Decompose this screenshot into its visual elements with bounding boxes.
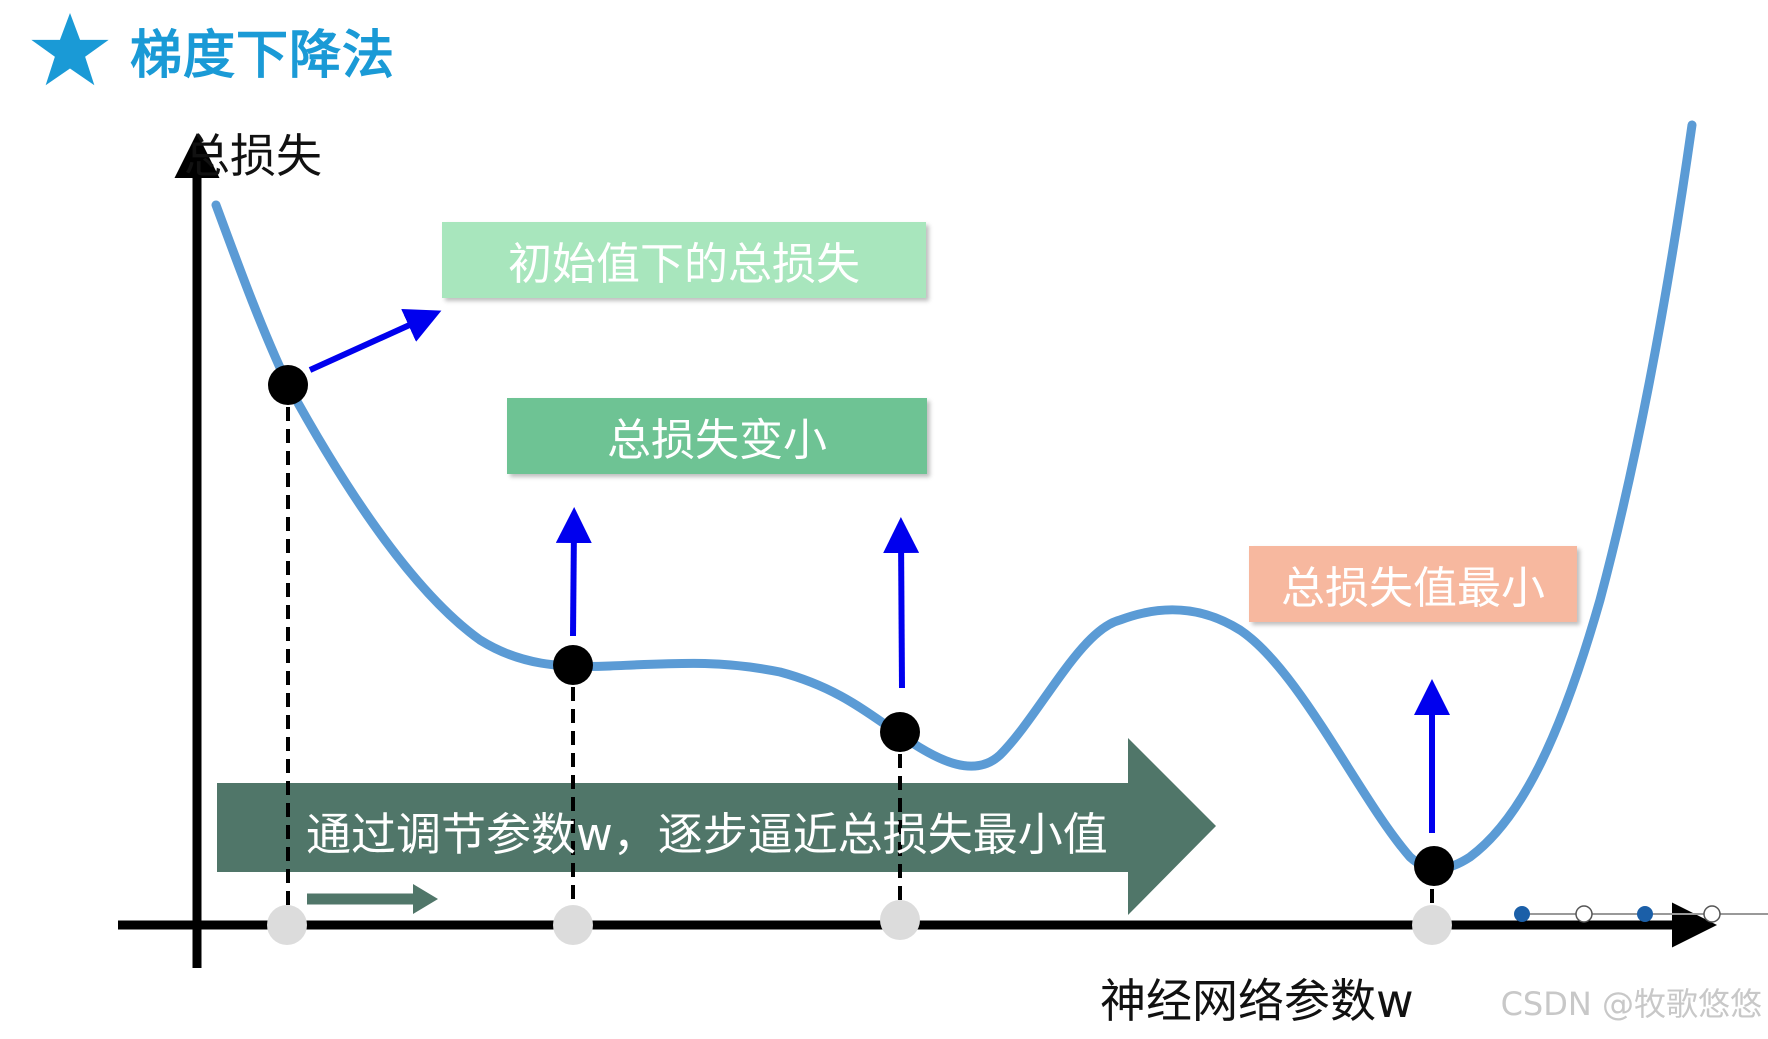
callout-initial: 初始值下的总损失 <box>442 222 926 298</box>
callout-minimum-text: 总损失值最小 <box>1281 563 1545 614</box>
title-bar: 梯度下降法 <box>28 10 395 90</box>
axis-point <box>1412 905 1452 945</box>
blue-arrow <box>555 507 592 637</box>
banner-arrow <box>217 738 1216 915</box>
callout-decreasing: 总损失变小 <box>507 398 927 474</box>
watermark: CSDN @牧歌悠悠 <box>1500 985 1762 1023</box>
x-axis-label: 神经网络参数w <box>1100 974 1414 1028</box>
axis-point <box>880 900 920 940</box>
blue-arrow <box>308 309 442 373</box>
axis-dot-open <box>1703 905 1721 923</box>
small-arrow-head <box>413 884 438 914</box>
star-icon <box>31 13 109 86</box>
blue-arrow <box>883 517 920 689</box>
curve-point <box>553 645 593 685</box>
curve-point <box>880 712 920 752</box>
loss-curve <box>211 120 1697 874</box>
callout-decreasing-text: 总损失变小 <box>607 415 827 466</box>
axis-dot-open <box>1575 905 1593 923</box>
page-title: 梯度下降法 <box>130 25 396 86</box>
curve-point-minimum <box>1414 846 1454 886</box>
banner-text: 通过调节参数w，逐步逼近总损失最小值 <box>306 808 1108 861</box>
axis-point <box>267 905 307 945</box>
axis-dot-filled <box>1514 906 1530 922</box>
axis-point <box>553 905 593 945</box>
callout-initial-text: 初始值下的总损失 <box>508 239 860 290</box>
y-axis-label: 总损失 <box>184 129 322 183</box>
axis-dot-filled <box>1637 906 1653 922</box>
curve-point-initial <box>268 365 308 405</box>
callout-minimum: 总损失值最小 <box>1249 546 1577 622</box>
